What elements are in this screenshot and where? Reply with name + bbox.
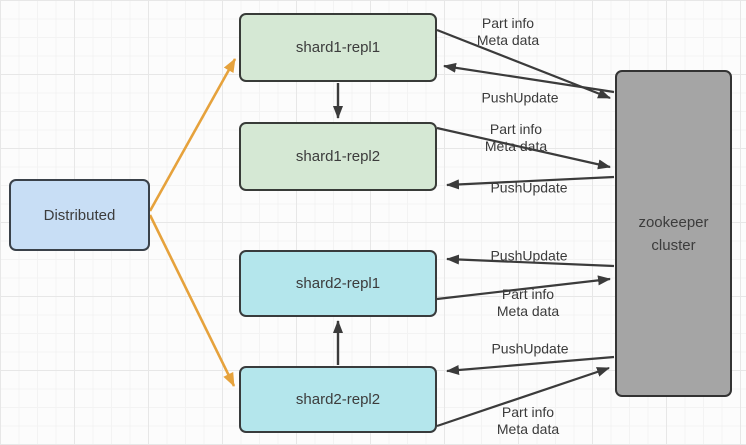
arrow-zookeeper-to-shard1repl1 [443,62,615,94]
arrow-shard2repl1-to-zookeeper [436,275,611,301]
edge-label-line: Part info [501,404,555,420]
edge-label-shard2repl2-meta: Part info Meta data [497,404,559,438]
edge-label-line: Part info [489,121,543,137]
node-shard1-repl1-label: shard1-repl1 [295,39,381,56]
edge-label-shard2repl1-meta: Part info Meta data [497,286,559,320]
edge-label-line: PushUpdate [481,89,559,106]
arrow-shard2repl2-to-zookeeper [436,366,610,428]
node-shard1-repl2-label: shard1-repl2 [295,148,381,165]
edge-label-line: PushUpdate [491,340,569,357]
node-shard2-repl1-label: shard2-repl1 [295,275,381,292]
edge-label-line: Meta data [496,303,560,319]
node-zookeeper-cluster: zookeeper cluster [615,70,732,397]
edge-label-line: PushUpdate [490,179,568,196]
node-distributed-label: Distributed [43,206,116,224]
edge-label-line: PushUpdate [490,247,568,264]
arrow-zookeeper-to-shard2repl1 [446,254,615,268]
node-shard1-repl2: shard1-repl2 [239,122,437,191]
arrow-zookeeper-to-shard1repl2 [446,175,615,190]
edge-label-line: Meta data [496,421,560,437]
node-shard2-repl1: shard2-repl1 [239,250,437,317]
node-shard1-repl1: shard1-repl1 [239,13,437,82]
edge-label-line: Part info [501,286,555,302]
edge-label-shard1repl2-meta: Part info Meta data [485,121,547,155]
edge-label-line: Part info [481,15,535,31]
edge-label-shard2repl2-pushupdate: PushUpdate [491,341,568,358]
arrow-distributed-to-shard1repl1 [148,58,237,212]
node-zookeeper-label-line1: zookeeper [638,213,709,231]
arrow-shard1repl2-to-zookeeper [436,126,611,170]
edge-label-shard2repl1-pushupdate: PushUpdate [490,248,567,265]
node-zookeeper-label-line2: cluster [651,236,696,254]
edge-label-line: Meta data [476,32,540,48]
edge-label-line: Meta data [484,138,548,154]
arrow-distributed-to-shard2repl2 [148,214,236,387]
edge-label-shard1repl1-pushupdate: PushUpdate [481,90,558,107]
node-shard2-repl2-label: shard2-repl2 [295,391,381,408]
edge-label-shard1repl2-pushupdate: PushUpdate [490,180,567,197]
node-distributed: Distributed [9,179,150,251]
edge-label-shard1repl1-meta: Part info Meta data [477,15,539,49]
arrow-zookeeper-to-shard2repl2 [446,355,615,375]
node-shard2-repl2: shard2-repl2 [239,366,437,433]
